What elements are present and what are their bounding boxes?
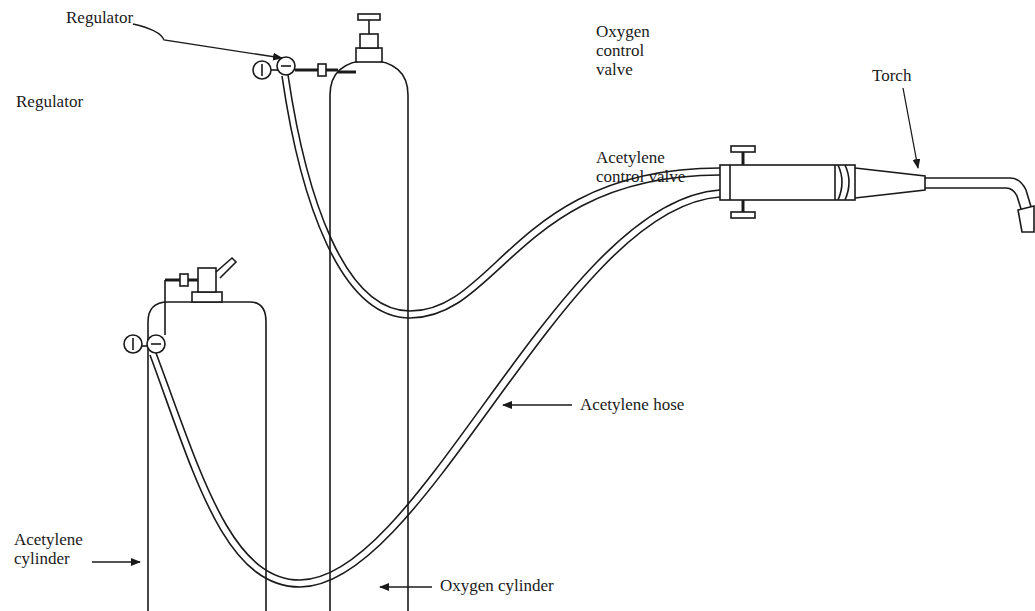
oxygen-cylinder [330,14,408,611]
acetylene-hose [150,190,720,587]
oxygen-hose [282,75,720,318]
acetylene-cylinder [148,258,266,611]
part-label: Acetylene control valve [596,148,688,186]
torch [720,146,1034,232]
acetylene-regulator [124,274,198,353]
part-label: Regulator [16,92,136,111]
oxygen-regulator [253,57,338,79]
part-label: Oxygen cylinder [440,576,600,595]
part-label: Oxygen control valve [596,22,676,79]
part-label: Regulator [66,8,186,27]
leader-lines [92,24,918,587]
part-label: Acetylene hose [580,395,740,414]
part-label: Acetylene cylinder [14,530,94,568]
part-label: Torch [872,66,952,85]
